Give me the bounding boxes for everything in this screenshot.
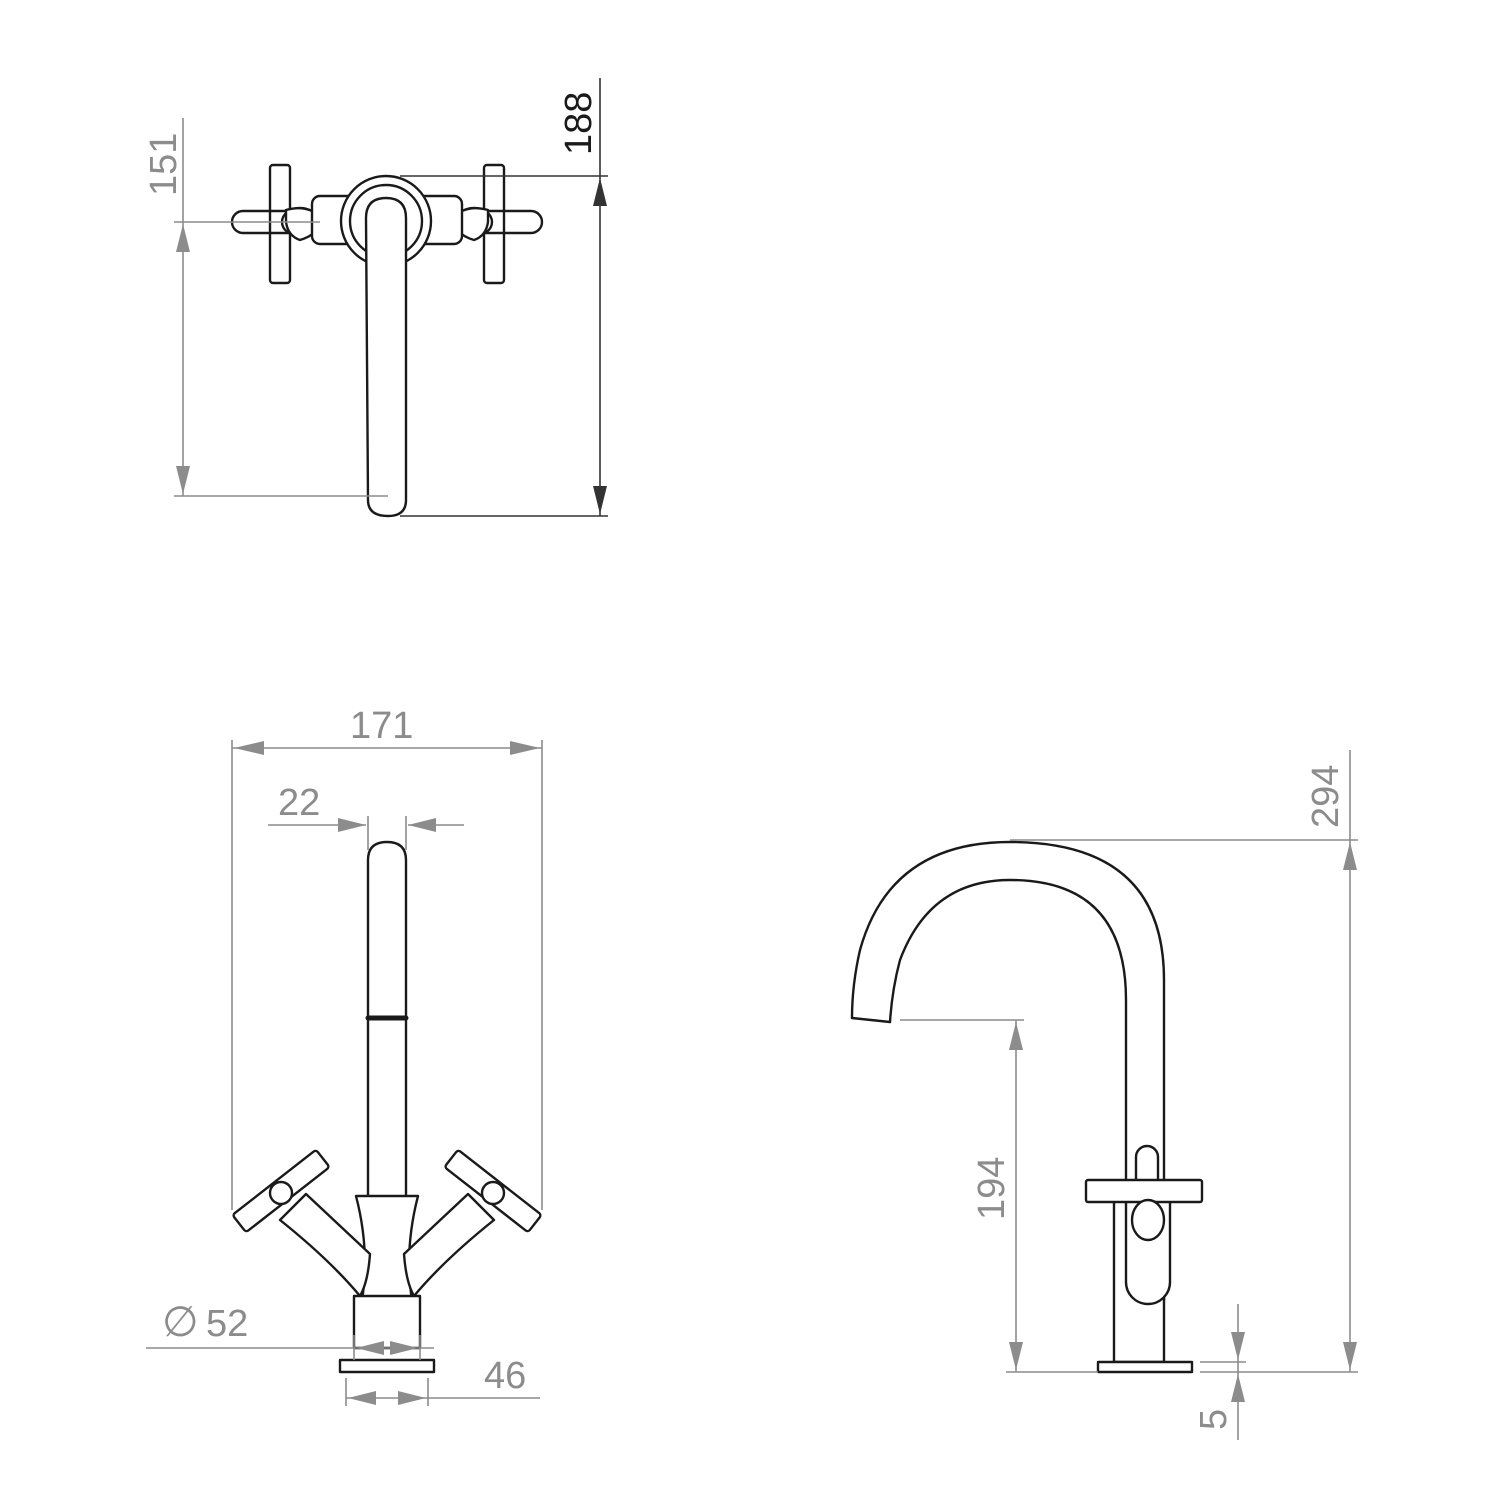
top-view-outline [230, 163, 544, 518]
dimension-5-label: 5 [1193, 1409, 1235, 1430]
dimension-294-label: 294 [1305, 765, 1347, 828]
dimension-52-label: 52 [206, 1303, 248, 1345]
dimension-294: 294 [1010, 750, 1358, 1373]
dimension-5: 5 [1193, 1304, 1246, 1440]
dimension-151-label: 151 [143, 133, 185, 196]
dimension-22: 22 [268, 782, 464, 850]
dimension-194-label: 194 [971, 1157, 1013, 1220]
front-view: 171 22 ∅ 52 46 [146, 705, 543, 1406]
dimension-171: 171 [231, 705, 543, 1210]
dimension-194: 194 [900, 1019, 1098, 1373]
dimension-46-label: 46 [484, 1355, 526, 1397]
dimension-188-label: 188 [558, 92, 600, 155]
side-view: 294 194 5 [850, 750, 1358, 1440]
dimension-22-label: 22 [278, 782, 320, 824]
front-view-outline [232, 840, 542, 1374]
dimension-diameter-52: ∅ 52 [146, 1298, 434, 1360]
diameter-symbol: ∅ [162, 1298, 199, 1345]
dimension-46: 46 [345, 1355, 540, 1406]
dimension-171-label: 171 [350, 705, 413, 747]
side-view-outline [850, 840, 1204, 1374]
dimension-151: 151 [143, 118, 388, 497]
dimension-188: 188 [400, 78, 608, 517]
top-view: 188 151 [143, 78, 608, 518]
